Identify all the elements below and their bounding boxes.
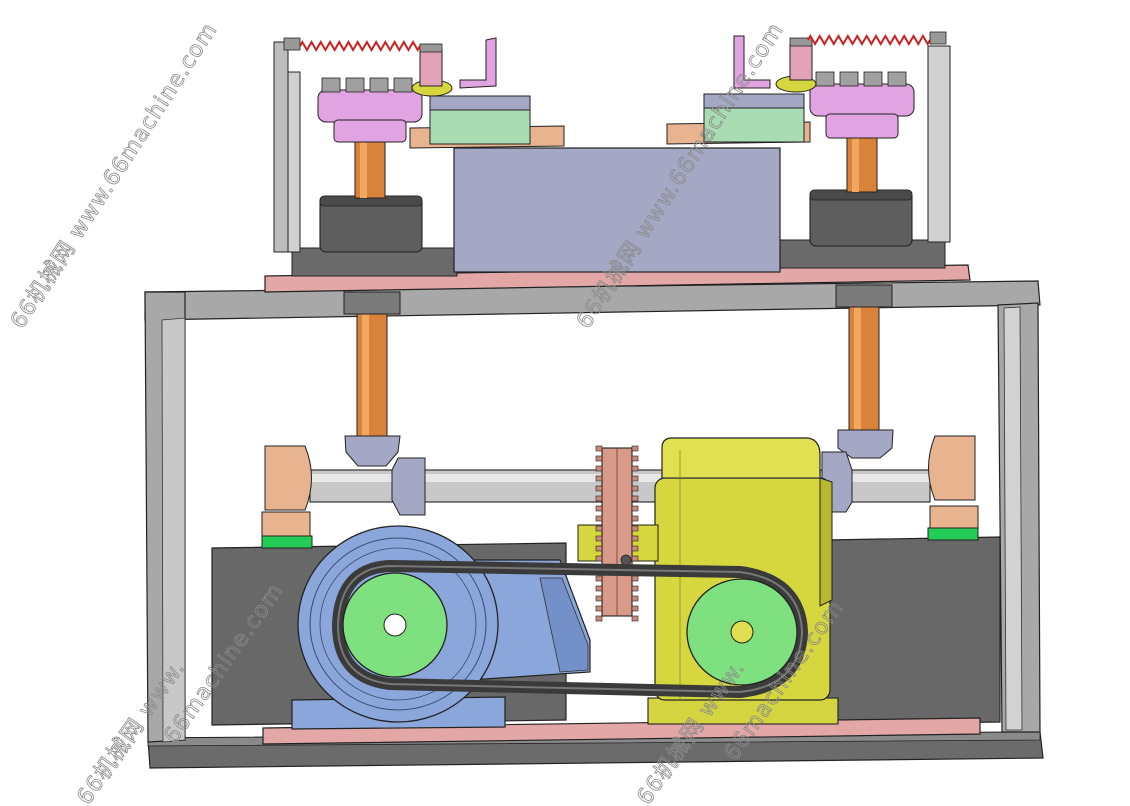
hub-bolt [815,71,835,87]
mint-block-left [429,95,531,145]
mint-block-right [703,93,805,143]
upper-motor-left [319,195,423,253]
sprocket-tooth [595,605,603,612]
motor-pulley [342,572,448,678]
hub-bolt [369,77,389,93]
sprocket-tooth [631,475,639,482]
upper-motor-right [809,189,913,247]
upper-shaft-right [846,135,878,193]
sprocket-tooth [631,595,639,602]
vertical-post-left [273,41,301,253]
hub-bolt [839,71,859,87]
sprocket-tooth [595,535,603,542]
sprocket-tooth [595,445,603,452]
sprocket-tooth [631,445,639,452]
sprocket-tooth [595,505,603,512]
central-housing [453,147,781,273]
lilac-hub-right [809,83,915,139]
lilac-bracket-right [733,35,771,89]
tension-spring-right [807,31,947,46]
hub-bolt [863,71,883,87]
sprocket-tooth [595,485,603,492]
sprocket-tooth [595,455,603,462]
hub-bolt [393,77,413,93]
sprocket-teeth [595,445,639,622]
sprocket-tooth [631,555,639,562]
yellow-disk-left [411,43,453,97]
sprocket-tooth [631,605,639,612]
yellow-disk-right [775,37,817,93]
sprocket-tooth [595,465,603,472]
sprocket-tooth [631,615,639,622]
vertical-post-right [927,45,951,243]
sprocket-tooth [631,495,639,502]
lower-shaft-left [343,291,401,441]
sprocket-tooth [631,535,639,542]
hub-bolt [887,71,907,87]
lilac-hub-left [317,89,423,143]
sprocket-tooth [595,515,603,522]
bevel-gear-left [344,435,426,516]
sprocket-tooth [631,515,639,522]
sprocket-tooth [595,575,603,582]
sprocket-tooth [595,555,603,562]
lilac-bracket-left [459,37,497,89]
hub-bolt [345,77,365,93]
gearbox-pulley [686,578,798,686]
sprocket-tooth [631,525,639,532]
sprocket-tooth [631,575,639,582]
sprocket-tooth [595,525,603,532]
sprocket-tooth [631,585,639,592]
sprocket-tooth [631,545,639,552]
sprocket-tooth [595,495,603,502]
sprocket-tooth [631,455,639,462]
sprocket-tooth [595,595,603,602]
sprocket-tooth [595,545,603,552]
cam-block-right [927,435,979,541]
drive-belt [331,559,809,699]
sprocket-tooth [595,475,603,482]
sprocket-tooth [631,485,639,492]
sprocket-tooth [595,615,603,622]
sprocket-tooth [631,465,639,472]
hub-bolts [321,71,907,93]
upper-base-block-left [291,247,458,277]
sprocket-tooth [595,585,603,592]
tension-spring-left [283,37,421,53]
cam-block-left [261,445,313,549]
watermark-text: 66机械网 www.66machine.com [6,18,223,333]
chain-sprocket [595,445,639,622]
lower-shaft-right [835,284,893,434]
sprocket-tooth [631,505,639,512]
hub-bolt [321,77,341,93]
upper-shaft-left [354,139,386,199]
lower-housing-right [825,536,1001,725]
